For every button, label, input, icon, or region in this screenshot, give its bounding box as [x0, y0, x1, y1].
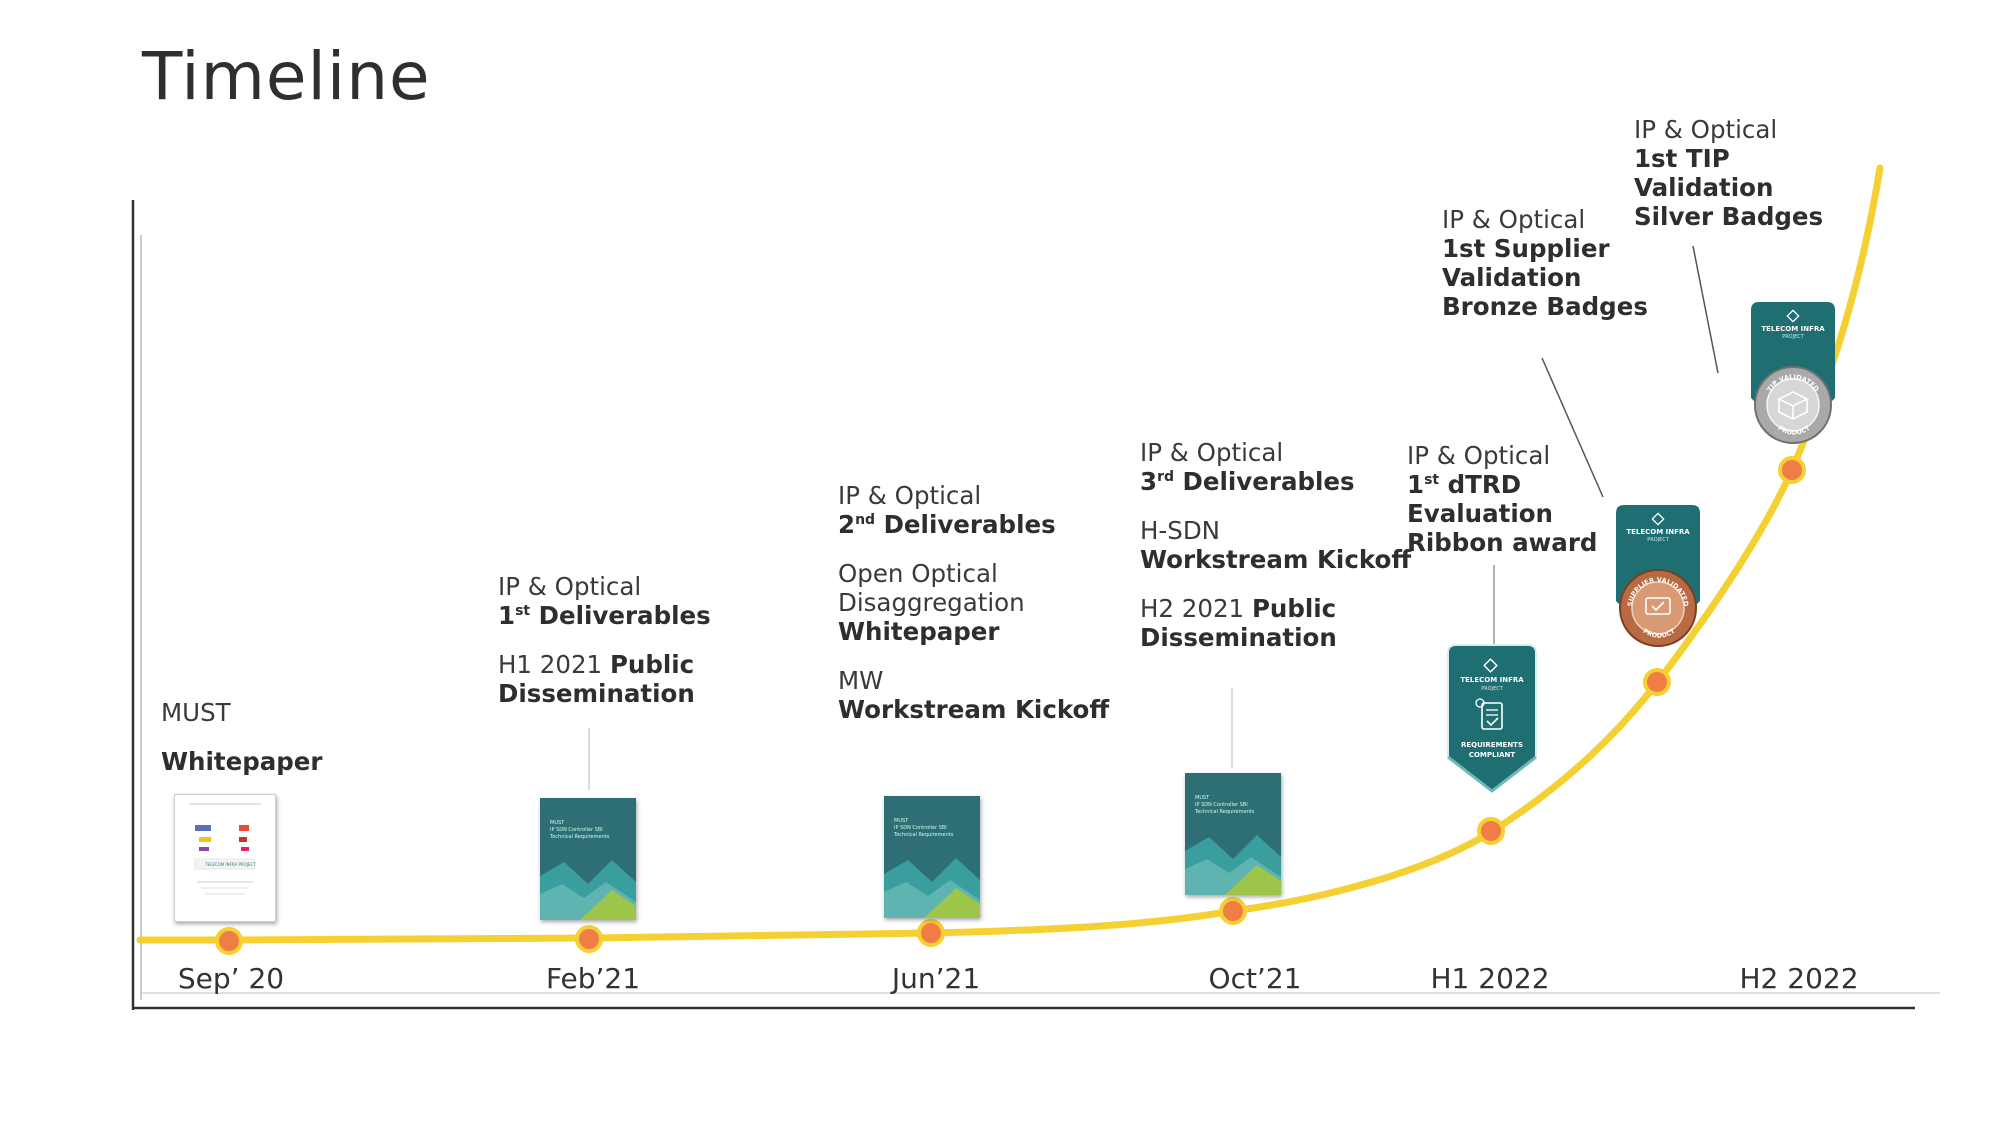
milestone-jun21: IP & Optical 2nd Deliverables Open Optic… — [838, 481, 1109, 724]
oct21-line6: Dissemination — [1140, 623, 1337, 652]
tip-logo-icon — [1483, 658, 1498, 673]
silver-line4: Silver Badges — [1634, 202, 1824, 231]
date-h1-2022: H1 2022 — [1430, 962, 1550, 995]
jun21-line1: IP & Optical — [838, 481, 982, 510]
svg-text:TELECOM INFRA: TELECOM INFRA — [1626, 528, 1690, 536]
svg-text:PRODUCT: PRODUCT — [1776, 424, 1812, 437]
jun21-line3: Open Optical — [838, 559, 998, 588]
oct21-line1: IP & Optical — [1140, 438, 1284, 467]
requirements-compliant-badge: TELECOM INFRA PROJECT REQUIREMENTS COMPL… — [1438, 644, 1546, 795]
feb21-line4: Dissemination — [498, 679, 695, 708]
report-document-oct21: MUST IP SDN Controller SBI Technical Req… — [1185, 773, 1281, 895]
dot-oct21 — [1219, 897, 1247, 925]
svg-text:TELECOM INFRA: TELECOM INFRA — [1460, 676, 1524, 684]
jun21-line5: Whitepaper — [838, 617, 1000, 646]
report-document-feb21: MUST IP SDN Controller SBI Technical Req… — [540, 798, 636, 920]
h1-line3: Evaluation — [1407, 499, 1553, 528]
milestone-sep20: MUST Whitepaper — [161, 698, 323, 776]
date-oct21: Oct’21 — [1208, 962, 1302, 995]
dot-jun21 — [917, 919, 945, 947]
jun21-line6: MW — [838, 666, 884, 695]
dot-h1-2022 — [1477, 817, 1505, 845]
connector-bronze — [1541, 357, 1604, 498]
milestone-oct21: IP & Optical 3rd Deliverables H-SDN Work… — [1140, 438, 1411, 652]
sep20-line2: Whitepaper — [161, 747, 323, 776]
svg-text:TELECOM INFRA: TELECOM INFRA — [1761, 325, 1825, 333]
svg-text:PROJECT: PROJECT — [1782, 334, 1805, 340]
milestone-feb21: IP & Optical 1st Deliverables H1 2021 Pu… — [498, 572, 711, 708]
oct21-line3: H-SDN — [1140, 516, 1221, 545]
feb21-line2: 1st Deliverables — [498, 601, 711, 630]
page-title: Timeline — [142, 38, 431, 115]
milestone-bronze: IP & Optical 1st Supplier Validation Bro… — [1442, 205, 1648, 321]
svg-text:IP SDN Controller SBI: IP SDN Controller SBI — [550, 827, 603, 833]
svg-text:MUST: MUST — [550, 820, 565, 826]
svg-text:IP SDN Controller SBI: IP SDN Controller SBI — [894, 825, 947, 831]
svg-text:MUST: MUST — [1195, 795, 1210, 801]
sep20-line1: MUST — [161, 698, 231, 727]
bronze-validation-badge: TELECOM INFRA PROJECT SUPPLIER VALIDATED… — [1608, 505, 1708, 655]
feb21-line1: IP & Optical — [498, 572, 642, 601]
validated-laptop-icon — [1645, 597, 1671, 615]
bronze-line2: 1st Supplier — [1442, 234, 1610, 263]
svg-text:IP SDN Controller SBI: IP SDN Controller SBI — [1195, 802, 1248, 808]
tip-logo-icon — [1651, 512, 1665, 526]
date-h2-2022: H2 2022 — [1739, 962, 1859, 995]
jun21-line4: Disaggregation — [838, 588, 1025, 617]
connector-silver — [1692, 245, 1719, 374]
silver-line3: Validation — [1634, 173, 1774, 202]
date-jun21: Jun’21 — [891, 962, 981, 995]
bronze-line1: IP & Optical — [1442, 205, 1586, 234]
oct21-line4: Workstream Kickoff — [1140, 545, 1412, 574]
jun21-line7: Workstream Kickoff — [838, 695, 1110, 724]
report-document-jun21: MUST IP SDN Controller SBI Technical Req… — [884, 796, 980, 918]
svg-text:Technical Requirements: Technical Requirements — [549, 834, 610, 840]
bronze-line4: Bronze Badges — [1442, 292, 1648, 321]
oct21-line2: 3rd Deliverables — [1140, 467, 1355, 496]
oct21-line5: H2 2021 Public — [1140, 594, 1337, 623]
feb21-line3: H1 2021 Public — [498, 650, 695, 679]
svg-text:PROJECT: PROJECT — [1481, 686, 1504, 692]
milestone-h1-2022: IP & Optical 1st dTRD Evaluation Ribbon … — [1407, 441, 1597, 557]
svg-text:PRODUCT: PRODUCT — [1641, 627, 1677, 640]
date-sep20: Sep’ 20 — [177, 962, 285, 995]
svg-text:MUST: MUST — [894, 818, 909, 824]
h1-line1: IP & Optical — [1407, 441, 1551, 470]
whitepaper-document-thumbnail: TELECOM INFRA PROJECT — [174, 794, 276, 922]
silver-validation-badge: TELECOM INFRA PROJECT TIP VALIDATED PROD… — [1743, 302, 1843, 452]
svg-text:REQUIREMENTS: REQUIREMENTS — [1461, 741, 1523, 749]
svg-text:COMPLIANT: COMPLIANT — [1469, 751, 1516, 759]
dot-feb21 — [575, 925, 603, 953]
milestone-dots — [215, 456, 1806, 955]
svg-text:Technical Requirements: Technical Requirements — [893, 832, 954, 838]
svg-text:PROJECT: PROJECT — [1647, 537, 1670, 543]
bronze-line3: Validation — [1442, 263, 1582, 292]
dot-bronze — [1643, 668, 1671, 696]
validated-cube-icon — [1777, 391, 1809, 420]
svg-text:TELECOM INFRA PROJECT: TELECOM INFRA PROJECT — [204, 862, 256, 867]
tip-logo-icon — [1786, 309, 1800, 323]
h1-line2: 1st dTRD — [1407, 470, 1522, 499]
h1-line4: Ribbon award — [1407, 528, 1598, 557]
jun21-line2: 2nd Deliverables — [838, 510, 1056, 539]
date-feb21: Feb’21 — [545, 962, 641, 995]
dot-sep20 — [215, 927, 243, 955]
dot-h2-2022 — [1778, 456, 1806, 484]
silver-line2: 1st TIP — [1634, 144, 1730, 173]
svg-text:Technical Requirements: Technical Requirements — [1194, 809, 1255, 815]
checklist-icon — [1475, 698, 1503, 730]
silver-line1: IP & Optical — [1634, 115, 1778, 144]
milestone-silver: IP & Optical 1st TIP Validation Silver B… — [1634, 115, 1823, 231]
